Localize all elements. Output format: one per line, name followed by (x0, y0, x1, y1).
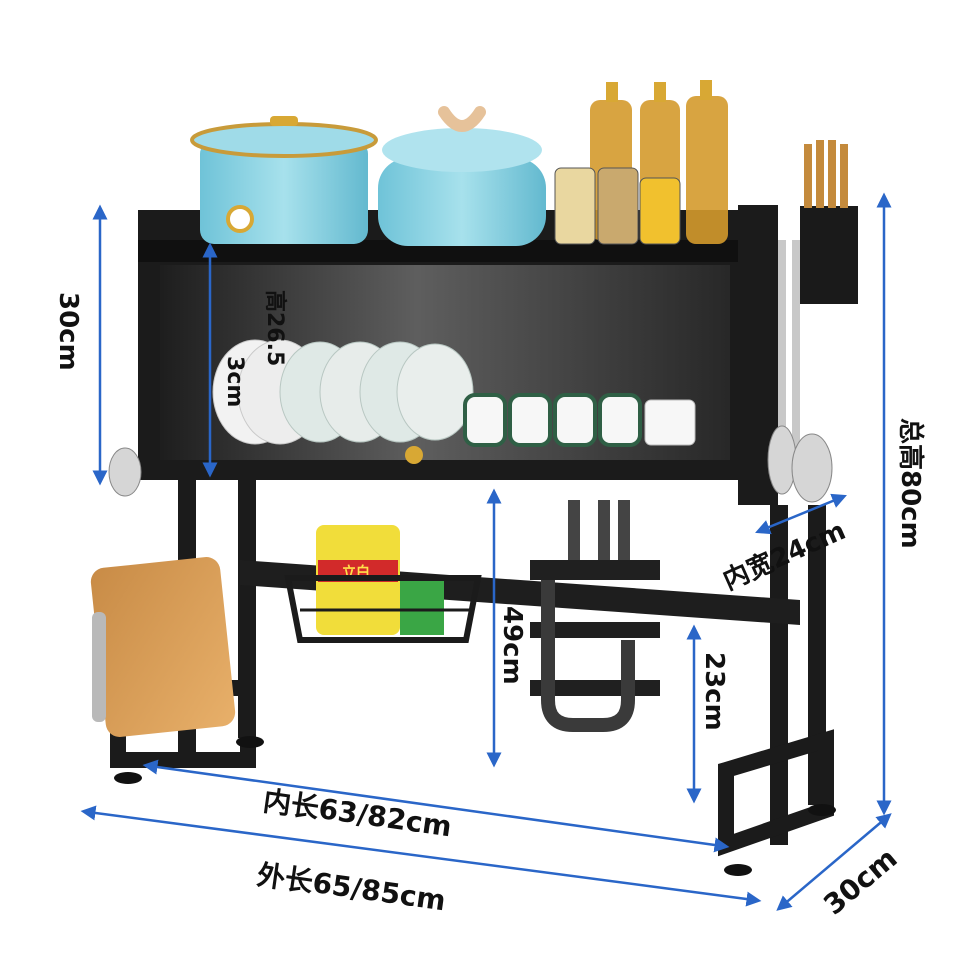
dim-line-inner-width (755, 493, 847, 535)
foot (236, 736, 264, 748)
plates (212, 339, 474, 445)
top-shelf-rail (138, 240, 758, 262)
bottles (554, 80, 728, 245)
label-middle-clearance: 49cm (497, 606, 527, 685)
cabinet-knob (405, 446, 423, 464)
dim-line-depth (776, 813, 892, 911)
foot (808, 804, 836, 816)
utensils (108, 240, 833, 503)
bowls (463, 393, 696, 447)
pot-left (190, 116, 378, 244)
left-leg-inner (238, 478, 256, 738)
basket: 立白 (284, 525, 482, 643)
label-plate-area-height: 高26.5 (262, 290, 288, 366)
dim-line-outer-length (80, 805, 762, 907)
dimension-lines (80, 192, 892, 911)
label-inner-length: 内长63/82cm (261, 784, 454, 843)
foot (724, 864, 752, 876)
cutting-board (90, 557, 236, 737)
dish-rack (110, 205, 836, 876)
label-outer-length: 外长65/85cm (255, 858, 448, 917)
label-depth: 30cm (817, 842, 903, 922)
right-leg-outer (808, 505, 826, 805)
label-total-height: 总高80cm (895, 418, 926, 549)
label-top-height: 30cm (53, 292, 83, 371)
knife-holder (530, 500, 660, 732)
utensil-holder (800, 140, 858, 304)
pot-right (378, 106, 546, 246)
label-plate-area-depth: 3cm (222, 356, 247, 407)
label-lower-clearance: 23cm (699, 652, 729, 731)
foot (114, 772, 142, 784)
